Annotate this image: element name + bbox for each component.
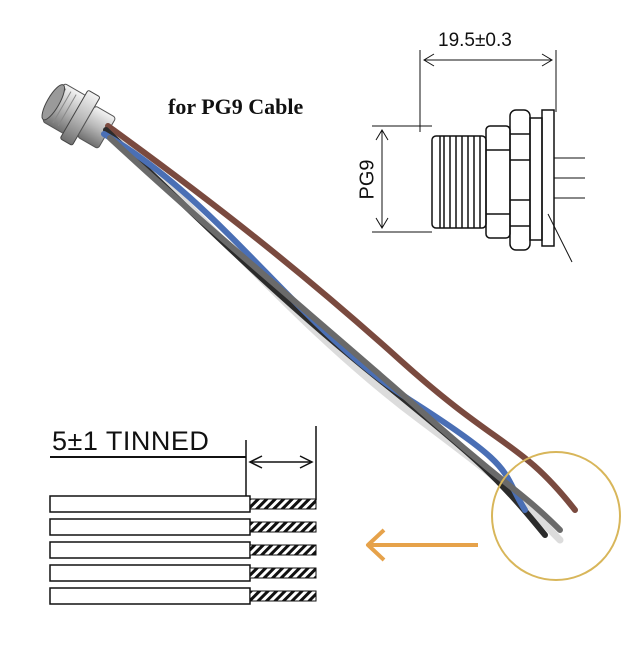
connector xyxy=(41,83,116,149)
wire-brown xyxy=(105,123,578,513)
wire-row-3 xyxy=(49,541,317,559)
diagram-title: for PG9 Cable xyxy=(168,94,304,119)
thread-dimension-label: PG9 xyxy=(356,159,379,200)
length-dimension-label: 19.5±0.3 xyxy=(438,30,512,51)
connector-technical-drawing xyxy=(372,50,585,263)
wire-row-1 xyxy=(49,495,317,513)
tinned-dimension-label: 5±1 TINNED xyxy=(52,426,210,456)
tinned-wires-drawing xyxy=(49,426,317,605)
wire-row-4 xyxy=(49,564,317,582)
detail-circle xyxy=(491,451,621,581)
pointer-arrow xyxy=(366,528,478,562)
wire-gray xyxy=(107,135,563,533)
wire-row-2 xyxy=(49,518,317,536)
wire-row-5 xyxy=(49,587,317,605)
